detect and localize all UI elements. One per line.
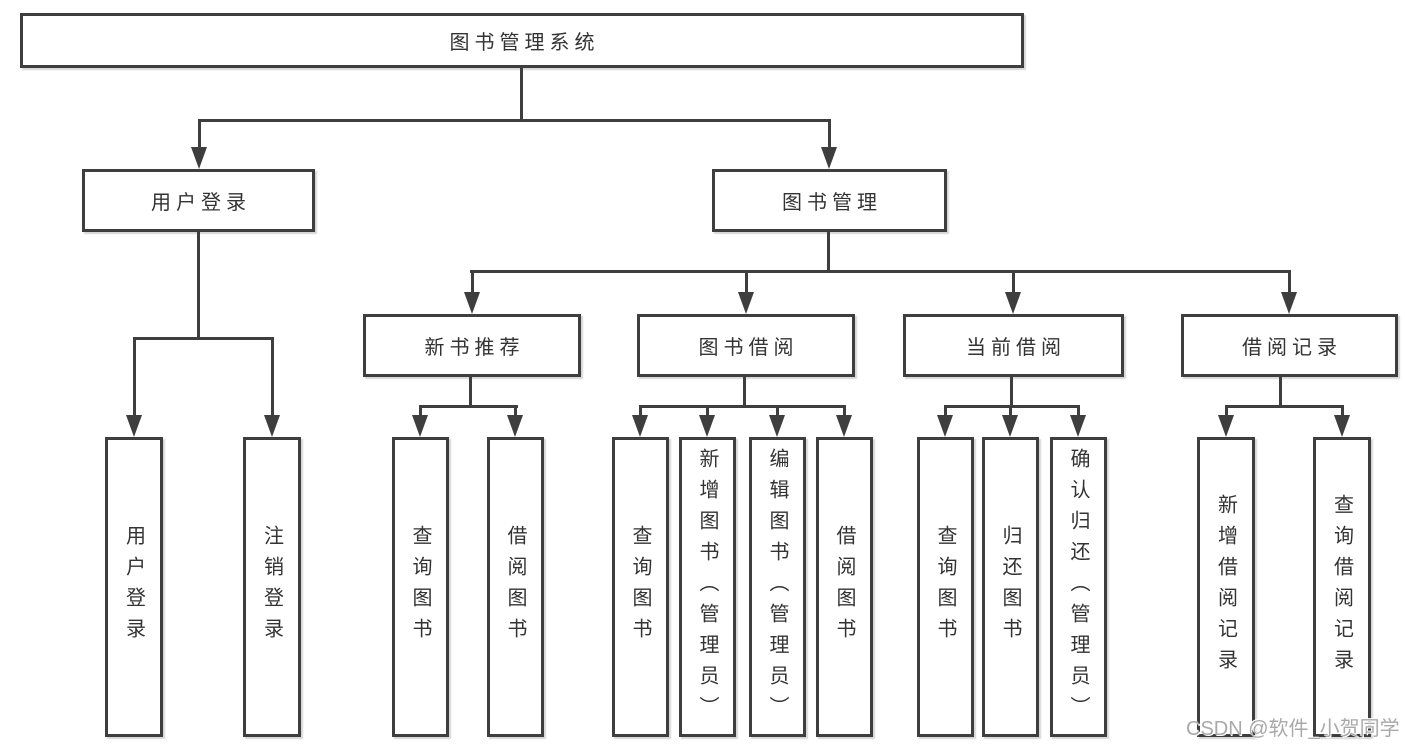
leaf-label: 归还图书 [999,525,1021,649]
leaf-query-books-borrowing: 查询图书 [612,437,669,737]
node-label: 图书借阅 [698,337,799,359]
connector-book-borrowing-stem [743,375,746,407]
arrow-head-icon [264,415,280,437]
arrow-to-leaf [1334,407,1350,437]
node-label: 借阅记录 [1242,337,1342,359]
arrow-to-leaf [699,407,715,437]
leaf-label: 查询借阅记录 [1330,494,1353,680]
node-user-login: 用户登录 [82,169,315,232]
arrow-head-icon [821,147,837,169]
arrow-head-icon [769,415,785,437]
leaf-add-borrow-record: 新增借阅记录 [1197,437,1255,737]
arrow-to-leaf-user-login [126,339,142,437]
leaf-label: 查询图书 [409,525,431,649]
arrow-head-icon [836,415,852,437]
arrow-head-icon [1334,415,1350,437]
arrow-to-user-login [191,121,207,169]
connector-book-management-rail [470,270,1291,273]
node-label: 图书管理系统 [449,32,600,54]
connector-current-borrowing-rail [944,405,1080,408]
node-label: 当前借阅 [966,337,1066,359]
node-book-borrowing: 图书借阅 [637,314,855,377]
arrow-head-icon [126,415,142,437]
arrow-head-icon [1005,292,1021,314]
node-library-management-system: 图书管理系统 [20,13,1024,68]
leaf-label: 注销登录 [260,525,283,649]
arrow-head-icon [699,415,715,437]
leaf-user-login: 用户登录 [105,437,163,737]
connector-new-book-recommend-stem [469,375,472,407]
connector-user-login-rail [133,337,274,340]
node-label: 新书推荐 [424,337,525,359]
arrow-to-book-management [821,121,837,169]
node-current-borrowing: 当前借阅 [903,314,1124,377]
arrow-to-current-borrowing [1005,272,1021,314]
arrow-head-icon [937,415,953,437]
leaf-label: 借阅图书 [504,525,526,649]
csdn-watermark: CSDN @软件_小贺同学 [1186,718,1400,740]
connector-book-management-stem [827,230,830,272]
arrow-head-icon [1002,415,1018,437]
arrow-head-icon [632,415,648,437]
arrow-head-icon [1281,292,1297,314]
arrow-to-leaf [1002,407,1018,437]
arrow-head-icon [1218,415,1234,437]
arrow-to-new-book-recommend [464,272,480,314]
arrow-to-leaf [632,407,648,437]
arrow-head-icon [738,292,754,314]
arrow-to-leaf [836,407,852,437]
connector-root-rail [198,119,831,122]
leaf-label: 确认归还（管理员） [1067,447,1089,727]
connector-borrowing-records-stem [1279,375,1282,407]
leaf-borrow-books-recommend: 借阅图书 [487,437,544,737]
leaf-add-book-admin: 新增图书（管理员） [679,437,736,737]
arrow-head-icon [1070,415,1086,437]
node-new-book-recommend: 新书推荐 [363,314,581,377]
connector-book-borrowing-rail [639,405,846,408]
leaf-label: 编辑图书（管理员） [766,447,788,727]
node-label: 图书管理 [782,192,882,214]
arrow-to-leaf [769,407,785,437]
leaf-query-books-current: 查询图书 [917,437,974,737]
connector-user-login-stem [197,230,200,339]
connector-root-stem [520,66,523,121]
arrow-head-icon [464,292,480,314]
leaf-label: 借阅图书 [833,525,855,649]
leaf-return-book: 归还图书 [982,437,1039,737]
arrow-to-borrowing-records [1281,272,1297,314]
arrow-to-book-borrowing [738,272,754,314]
connector-current-borrowing-stem [1010,375,1013,407]
leaf-query-books-recommend: 查询图书 [392,437,449,737]
arrow-head-icon [412,415,428,437]
leaf-label: 新增图书（管理员） [696,447,718,727]
connector-borrowing-records-rail [1225,405,1344,408]
connector-new-book-recommend-rail [419,405,518,408]
leaf-label: 新增借阅记录 [1214,494,1237,680]
arrow-head-icon [191,147,207,169]
arrow-head-icon [507,415,523,437]
arrow-to-leaf [937,407,953,437]
node-book-management: 图书管理 [712,169,947,232]
node-borrowing-records: 借阅记录 [1181,314,1398,377]
leaf-label: 查询图书 [934,525,956,649]
leaf-logout: 注销登录 [243,437,301,737]
leaf-label: 用户登录 [122,525,145,649]
leaf-query-borrow-record: 查询借阅记录 [1313,437,1371,737]
arrow-to-leaf [1070,407,1086,437]
arrow-to-leaf [412,407,428,437]
arrow-to-leaf-logout [264,339,280,437]
leaf-edit-book-admin: 编辑图书（管理员） [749,437,806,737]
arrow-to-leaf [1218,407,1234,437]
leaf-label: 查询图书 [629,525,651,649]
node-label: 用户登录 [151,192,251,214]
leaf-borrow-books-borrowing: 借阅图书 [816,437,873,737]
leaf-confirm-return-admin: 确认归还（管理员） [1050,437,1107,737]
arrow-to-leaf [507,407,523,437]
